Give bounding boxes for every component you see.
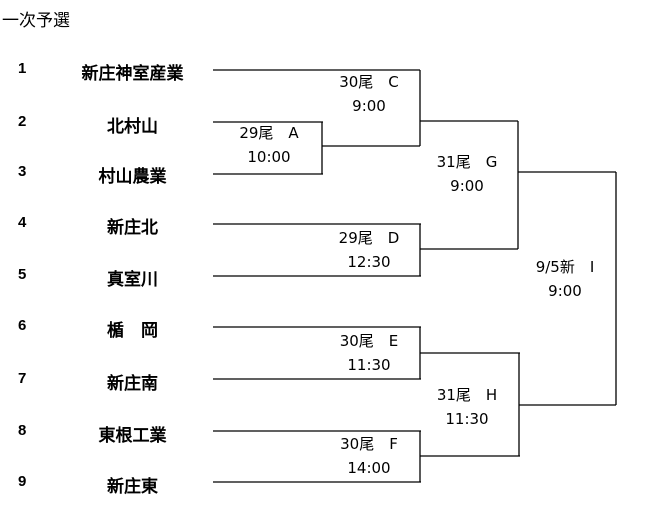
team-name: 村山農業 [98,167,167,187]
match-e-label: 30尾 E 11:30 [324,329,414,377]
team-name: 真室川 [107,270,158,290]
seed-number: 5 [18,266,27,283]
match-venue: 30尾 E [339,332,399,350]
match-venue: 31尾 G [436,153,498,171]
team-name: 新庄南 [107,374,158,394]
match-venue: 29尾 A [239,124,299,142]
match-time: 9:00 [450,177,484,195]
team-name: 新庄神室産業 [81,64,184,84]
match-time: 12:30 [347,253,391,271]
match-time: 10:00 [247,148,291,166]
match-venue: 29尾 D [338,229,400,247]
team-name: 北村山 [107,117,158,137]
seed-number: 2 [18,113,27,130]
match-c-label: 30尾 C 9:00 [324,70,414,118]
seed-number: 3 [18,163,27,180]
team-name: 新庄北 [107,218,158,238]
seed-number: 1 [18,60,27,77]
match-venue: 31尾 H [436,386,498,404]
team-name: 新庄東 [107,477,158,497]
team-name: 東根工業 [98,426,167,446]
seed-number: 7 [18,370,27,387]
seed-number: 9 [18,473,27,490]
page-title: 一次予選 [2,11,70,31]
match-time: 14:00 [347,459,391,477]
match-i-label: 9/5新 I 9:00 [520,255,610,303]
match-time: 11:30 [445,410,489,428]
seed-number: 8 [18,422,27,439]
match-time: 9:00 [548,282,582,300]
match-time: 11:30 [347,356,391,374]
match-time: 9:00 [352,97,386,115]
team-name: 楯 岡 [107,321,158,341]
match-f-label: 30尾 F 14:00 [324,432,414,480]
seed-number: 6 [18,317,27,334]
match-g-label: 31尾 G 9:00 [422,150,512,198]
match-venue: 30尾 F [340,435,398,453]
match-d-label: 29尾 D 12:30 [324,226,414,274]
match-venue: 30尾 C [339,73,399,91]
match-venue: 9/5新 I [535,258,595,276]
match-a-label: 29尾 A 10:00 [224,121,314,169]
match-h-label: 31尾 H 11:30 [422,383,512,431]
seed-number: 4 [18,214,27,231]
